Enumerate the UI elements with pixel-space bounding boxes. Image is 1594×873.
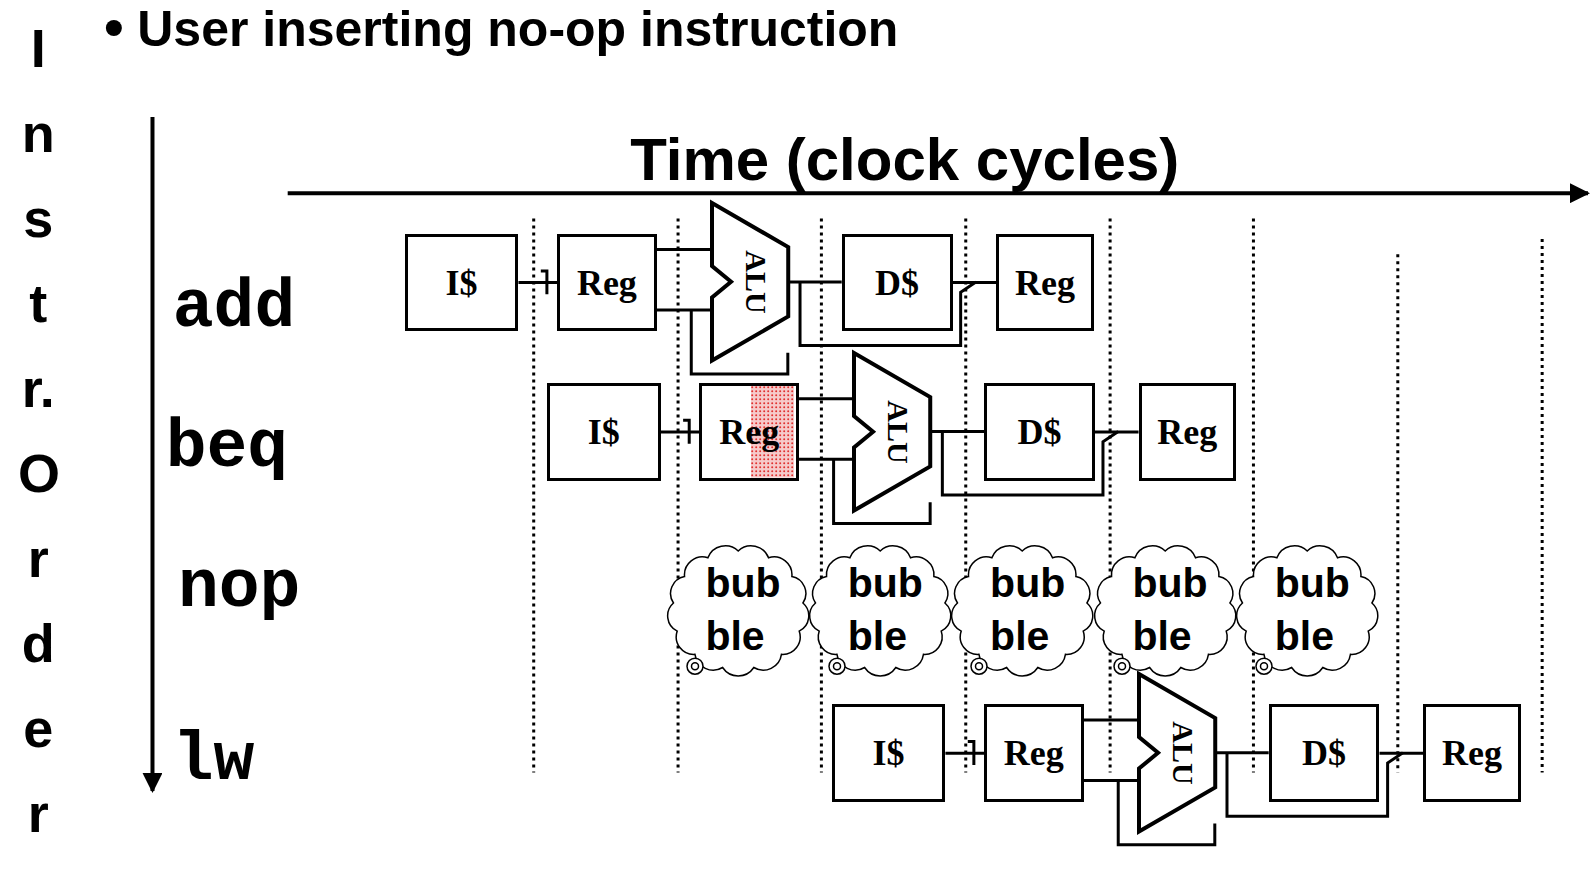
cloud-shape — [810, 546, 951, 676]
cloud-shape — [1237, 546, 1378, 676]
datapath-wire — [1215, 751, 1269, 754]
cloud-tail — [1256, 658, 1272, 674]
cloud-tail — [834, 663, 841, 670]
alu-shape — [1139, 674, 1215, 832]
datapath-wire-detail — [657, 308, 712, 311]
alu-shape — [712, 203, 788, 361]
cycle-divider — [1396, 254, 1399, 772]
stage-box: Reg — [996, 234, 1094, 332]
stage-label: I$ — [446, 262, 478, 304]
cycle-divider — [1109, 219, 1112, 773]
stage-label: I$ — [588, 411, 620, 453]
stage-label: D$ — [1302, 732, 1346, 774]
bubble-label: bub ble — [1132, 557, 1207, 664]
stage-label: Reg — [1442, 732, 1502, 774]
datapath-wire — [661, 431, 700, 434]
instruction-name: beq — [166, 414, 288, 482]
stage-box: D$ — [1269, 704, 1380, 802]
bubble-cloud: bub ble — [664, 542, 812, 678]
cycle-divider — [820, 219, 823, 773]
stage-box: D$ — [984, 383, 1095, 481]
instruction-name: add — [173, 274, 295, 342]
alu-unit: ALU — [1139, 674, 1215, 832]
stage-label: Reg — [1157, 411, 1217, 453]
stage-box: Reg — [1139, 383, 1237, 481]
cloud-tail — [976, 663, 983, 670]
cloud-tail — [1261, 663, 1268, 670]
cycle-divider — [532, 219, 535, 773]
cycle-divider — [677, 219, 680, 773]
datapath-wire — [518, 281, 557, 284]
bubble-cloud: bub ble — [806, 542, 954, 678]
stage-label: D$ — [875, 262, 919, 304]
stage-label: Reg — [1004, 732, 1064, 774]
cloud-tail — [691, 663, 698, 670]
datapath-wire — [1095, 431, 1139, 434]
bubble-cloud: bub ble — [948, 542, 1096, 678]
order-axis-arrow — [150, 117, 154, 791]
bubble-label: bub ble — [848, 557, 923, 664]
datapath-wire — [930, 430, 984, 433]
cloud-tail — [1118, 663, 1125, 670]
stage-box: I$ — [832, 704, 946, 802]
cloud-tail — [829, 658, 845, 674]
cloud-shape — [952, 546, 1093, 676]
datapath-wire — [1084, 719, 1139, 722]
datapath-wire — [953, 281, 997, 284]
stage-label: Reg — [577, 262, 637, 304]
cloud-tail — [971, 658, 987, 674]
datapath-wire — [788, 281, 842, 284]
alu-label: ALU — [881, 400, 915, 463]
datapath-wire — [799, 397, 854, 400]
datapath-wire — [945, 752, 984, 755]
instruction-name: nop — [178, 554, 300, 622]
cycle-divider — [1541, 239, 1544, 773]
stage-label: Reg — [1015, 262, 1075, 304]
cloud-tail — [1114, 658, 1130, 674]
cycle-divider — [1252, 219, 1255, 773]
axis-label: Time (clock cycles) — [498, 130, 1311, 190]
alu-unit: ALU — [712, 203, 788, 361]
bubble-label: bub ble — [705, 557, 780, 664]
alu-shape — [854, 353, 930, 511]
instruction-name: lw — [173, 727, 255, 795]
bubble-cloud: bub ble — [1091, 542, 1239, 678]
alu-label: ALU — [739, 250, 773, 313]
bubble-label: bub ble — [1275, 557, 1350, 664]
axis-label: Instr. Order — [18, 6, 59, 856]
stage-box: I$ — [405, 234, 519, 332]
stage-label: I$ — [872, 732, 904, 774]
stage-box: D$ — [842, 234, 953, 332]
stage-box: Reg — [984, 704, 1084, 802]
datapath-wire-detail — [1084, 779, 1139, 782]
cloud-tail — [687, 658, 703, 674]
stage-box: Reg — [699, 383, 799, 481]
bubble-cloud: bub ble — [1233, 542, 1381, 678]
stage-box: I$ — [547, 383, 661, 481]
datapath-wire-detail — [799, 458, 854, 461]
cloud-shape — [667, 546, 808, 676]
bubble-label: bub ble — [990, 557, 1065, 664]
datapath-wire — [1379, 752, 1423, 755]
alu-label: ALU — [1166, 721, 1200, 784]
slide-title: User inserting no-op instruction — [137, 2, 898, 57]
time-axis-arrow — [288, 191, 1588, 195]
datapath-wire — [657, 248, 712, 251]
bullet-dot — [106, 20, 122, 36]
stage-box: Reg — [1423, 704, 1521, 802]
stage-label: D$ — [1017, 411, 1061, 453]
cloud-shape — [1094, 546, 1235, 676]
stage-box: Reg — [557, 234, 657, 332]
alu-unit: ALU — [854, 353, 930, 511]
stage-label: Reg — [719, 411, 779, 453]
